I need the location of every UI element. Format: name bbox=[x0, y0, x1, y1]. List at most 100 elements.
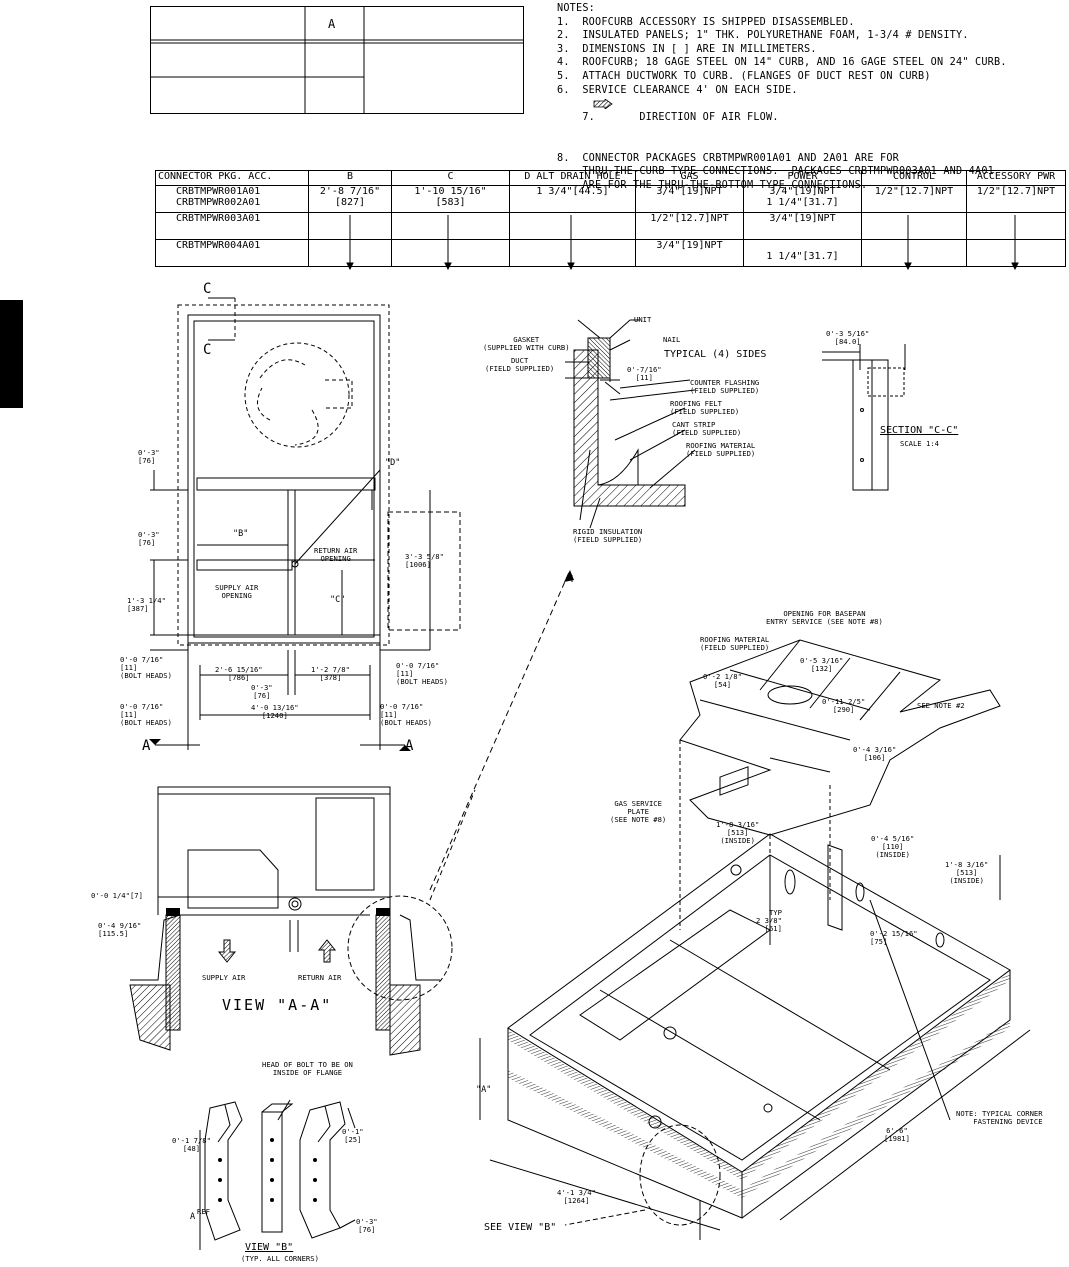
note-corner-fastening: NOTE: TYPICAL CORNER FASTENING DEVICE bbox=[956, 1109, 1043, 1126]
section-a-right: A bbox=[405, 738, 414, 754]
head-of-bolt-label: HEAD OF BOLT TO BE ON INSIDE OF FLANGE bbox=[262, 1060, 353, 1077]
dim-0-0-1-4: 0'-0 1/4"[7] bbox=[91, 891, 143, 900]
dim-4-1-3-4: 4'-1 3/4" [1264] bbox=[557, 1188, 596, 1205]
cell-control bbox=[861, 212, 967, 240]
dim-0-3-view-b: 0'-3" [76] bbox=[356, 1217, 378, 1234]
note-6: 6. SERVICE CLEARANCE 4' ON EACH SIDE. bbox=[557, 84, 798, 96]
cell-pkg: CRBTMPWR001A01 CRBTMPWR002A01 bbox=[155, 185, 309, 213]
typ-dim: TYP 2 3/8" [61] bbox=[756, 908, 782, 933]
cell-c bbox=[391, 239, 510, 267]
curb-detail-drawing bbox=[565, 319, 696, 582]
view-b-title: VIEW "B" bbox=[245, 1242, 294, 1253]
note-7: 7. DIRECTION OF AIR FLOW. bbox=[557, 97, 1062, 151]
section-cc-drawing bbox=[822, 344, 906, 491]
note-3: 3. DIMENSIONS IN [ ] ARE IN MILLIMETERS. bbox=[557, 43, 817, 55]
dim-03-bottom: 0'-3" [76] bbox=[251, 683, 273, 700]
view-b-drawing bbox=[199, 1099, 356, 1250]
airflow-arrow-icon bbox=[593, 99, 613, 110]
cell-control: 1/2"[12.7]NPT bbox=[861, 185, 967, 213]
roofing-material-iso-label: ROOFING MATERIAL (FIELD SUPPLIED) bbox=[700, 635, 770, 652]
note-7-text: 7. DIRECTION OF AIR FLOW. bbox=[582, 111, 779, 123]
a-ref-label: A bbox=[190, 1212, 196, 1222]
see-note-2-label: SEE NOTE #2 bbox=[917, 701, 965, 710]
section-cc-title: SECTION "C-C" bbox=[880, 425, 959, 436]
size-table-grid bbox=[150, 6, 524, 114]
roofing-material-label: ROOFING MATERIAL (FIELD SUPPLIED) bbox=[686, 441, 756, 458]
notes-heading: NOTES: bbox=[557, 3, 596, 14]
return-air-arrow-label: RETURN AIR bbox=[298, 973, 342, 982]
section-c-bottom-label: C bbox=[203, 342, 212, 358]
section-tab bbox=[0, 300, 23, 408]
cell-b: 2'-8 7/16" [827] bbox=[308, 185, 392, 213]
table-row: CRBTMPWR001A01 CRBTMPWR002A01 2'-8 7/16"… bbox=[155, 185, 1066, 213]
see-view-b-label: SEE VIEW "B" bbox=[484, 1222, 557, 1233]
cell-control bbox=[861, 239, 967, 267]
cell-power: 1 1/4"[31.7] bbox=[743, 239, 862, 267]
cant-strip-label: CANT STRIP (FIELD SUPPLIED) bbox=[672, 420, 742, 437]
cell-d bbox=[509, 212, 636, 240]
typical-sides-label: TYPICAL (4) SIDES bbox=[664, 349, 767, 360]
dim-1-8-3-16-right: 1'-8 3/16" [513] (INSIDE) bbox=[945, 860, 989, 885]
gasket-label: GASKET (SUPPLIED WITH CURB) bbox=[483, 335, 570, 352]
dim-0-1: 0'-1" [25] bbox=[342, 1127, 364, 1144]
d-label: "D" bbox=[385, 458, 401, 468]
section-c-top-label: C bbox=[203, 281, 212, 297]
dim-007-16-bl: 0'-0 7/16" [11] (BOLT HEADS) bbox=[120, 702, 172, 727]
dim-1-8-3-16-left: 1'-8 3/16" [513] (INSIDE) bbox=[716, 820, 760, 845]
cell-c bbox=[391, 212, 510, 240]
cell-gas: 1/2"[12.7]NPT bbox=[635, 212, 744, 240]
size-table-header-a: A bbox=[328, 17, 336, 31]
gas-service-plate-label: GAS SERVICE PLATE (SEE NOTE #8) bbox=[610, 799, 667, 824]
connector-table: CONNECTOR PKG. ACC. B C D ALT DRAIN HOLE… bbox=[155, 170, 1066, 271]
note-5: 5. ATTACH DUCTWORK TO CURB. (FLANGES OF … bbox=[557, 70, 931, 82]
cell-pkg: CRBTMPWR004A01 bbox=[155, 239, 309, 267]
cell-gas: 3/4"[19]NPT bbox=[635, 239, 744, 267]
duct-label: DUCT (FIELD SUPPLIED) bbox=[485, 356, 555, 373]
iso-view-drawing bbox=[479, 639, 1031, 1240]
counter-flashing-label: COUNTER FLASHING (FIELD SUPPLIED) bbox=[690, 378, 760, 395]
dim-03-top: 0'-3" [76] bbox=[138, 448, 160, 465]
section-cc-scale: SCALE 1:4 bbox=[900, 439, 939, 448]
cell-acc bbox=[966, 239, 1066, 267]
supply-air-arrow-label: SUPPLY AIR bbox=[202, 973, 246, 982]
rigid-insulation-label: RIGID INSULATION (FIELD SUPPLIED) bbox=[573, 527, 643, 544]
detail-leader bbox=[429, 569, 574, 891]
note-2: 2. INSULATED PANELS; 1" THK. POLYURETHAN… bbox=[557, 30, 969, 42]
dim-0-4-9-16: 0'-4 9/16" [115.5] bbox=[98, 921, 142, 938]
unit-label: UNIT bbox=[634, 315, 652, 324]
dim-4-0: 4'-0 13/16" [1240] bbox=[251, 703, 299, 720]
dim-2-6: 2'-6 15/16" [786] bbox=[215, 665, 263, 682]
cell-power: 3/4"[19]NPT 1 1/4"[31.7] bbox=[743, 185, 862, 213]
dim-0-1-7-8: 0'-1 7/8" [48] bbox=[172, 1136, 211, 1153]
dim-007-16-right: 0'-0 7/16" [11] (BOLT HEADS) bbox=[396, 661, 448, 686]
cell-gas: 3/4"[19]NPT bbox=[635, 185, 744, 213]
dim-0-2-15-16: 0'-2 15/16" [75] bbox=[870, 929, 918, 946]
return-air-label: RETURN AIR OPENING bbox=[314, 546, 358, 563]
dim-1-2: 1'-2 7/8" [378] bbox=[311, 665, 350, 682]
dim-0-2-1-8: 0'-2 1/8" [54] bbox=[703, 672, 742, 689]
note-4: 4. ROOFCURB; 18 GAGE STEEL ON 14" CURB, … bbox=[557, 57, 1007, 69]
dim-0-4-3-16: 0'-4 3/16" [106] bbox=[853, 745, 897, 762]
section-a-left: A bbox=[142, 738, 151, 754]
view-b-subtitle: (TYP. ALL CORNERS) bbox=[241, 1254, 319, 1263]
dim-03-mid: 0'-3" [76] bbox=[138, 530, 160, 547]
table-continuation-arrows bbox=[346, 215, 1019, 271]
roofing-felt-label: ROOFING FELT (FIELD SUPPLIED) bbox=[670, 399, 740, 416]
plan-view-drawing bbox=[149, 297, 461, 751]
ref-label: REF bbox=[197, 1207, 210, 1216]
dim-3-3-5-8: 3'-3 5/8" [1006] bbox=[405, 552, 444, 569]
size-table: A bbox=[150, 6, 524, 114]
c-label: "C" bbox=[330, 595, 346, 605]
cell-d: 1 3/4"[44.5] bbox=[509, 185, 636, 213]
dim-0-11-2-5: 0'-11 2/5" [290] bbox=[822, 697, 866, 714]
dim-0-5-3-16: 0'-5 3/16" [132] bbox=[800, 656, 844, 673]
supply-air-label: SUPPLY AIR OPENING bbox=[215, 583, 259, 600]
dim-0-4-5-16: 0'-4 5/16" [110] (INSIDE) bbox=[871, 834, 915, 859]
dim-007-16-left: 0'-0 7/16" [11] (BOLT HEADS) bbox=[120, 655, 172, 680]
dim-0-7-16: 0'-7/16" [11] bbox=[627, 365, 662, 382]
a-height-label: "A" bbox=[476, 1085, 492, 1095]
view-aa-title: VIEW "A-A" bbox=[222, 996, 333, 1014]
dim-6-6: 6'-6" [1981] bbox=[884, 1126, 910, 1143]
section-cc-dim: 0'-3 5/16" [84.0] bbox=[826, 329, 870, 346]
opening-basepan-label: OPENING FOR BASEPAN ENTRY SERVICE (SEE N… bbox=[766, 609, 883, 626]
